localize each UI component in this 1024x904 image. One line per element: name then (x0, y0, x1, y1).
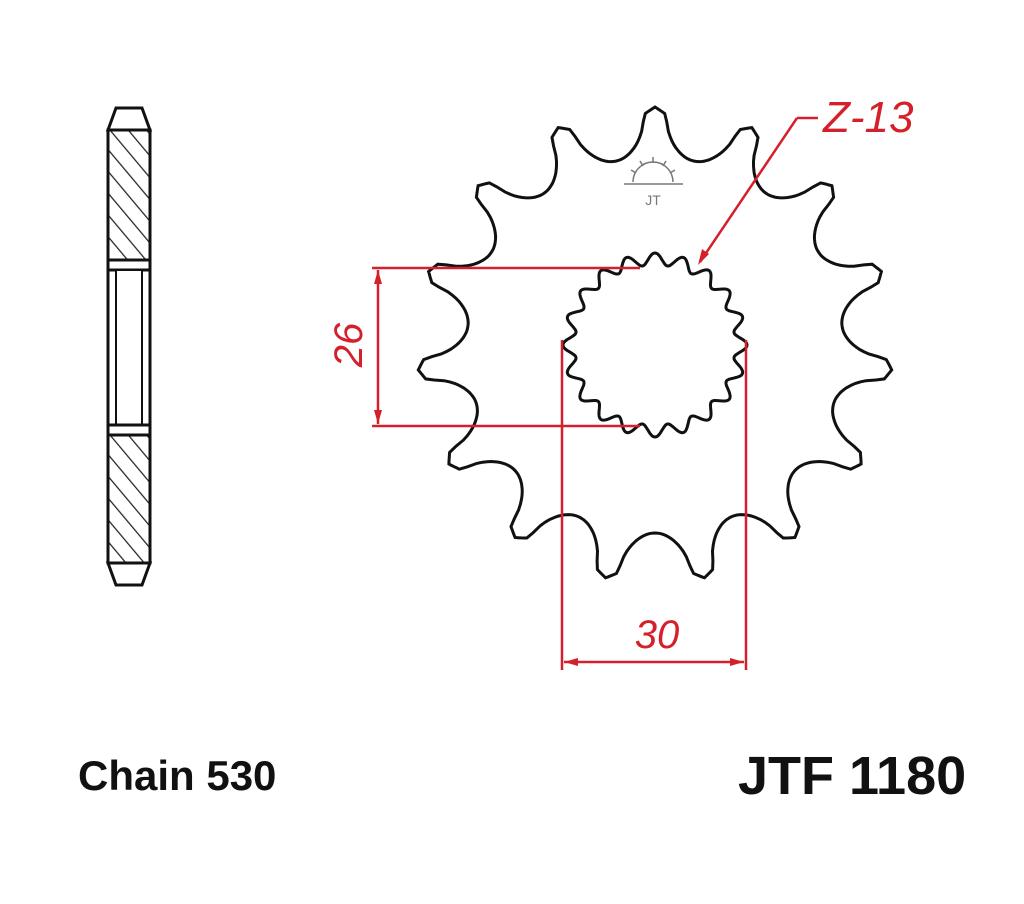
teeth-count-label: Z-13 (822, 93, 914, 142)
side-view (105, 106, 153, 587)
spline-bore-outline (561, 251, 749, 439)
part-number: JTF 1180 (738, 746, 967, 806)
svg-text:JT: JT (645, 192, 661, 208)
jt-logo: JT (624, 157, 683, 208)
bore-height-label: 26 (327, 322, 371, 368)
dimension-30 (560, 340, 748, 670)
teeth-count-leader (698, 116, 818, 265)
bore-width-label: 30 (635, 613, 680, 657)
dimension-26 (372, 266, 640, 428)
chain-label: Chain 530 (78, 752, 277, 799)
sprocket-outline (416, 105, 894, 580)
